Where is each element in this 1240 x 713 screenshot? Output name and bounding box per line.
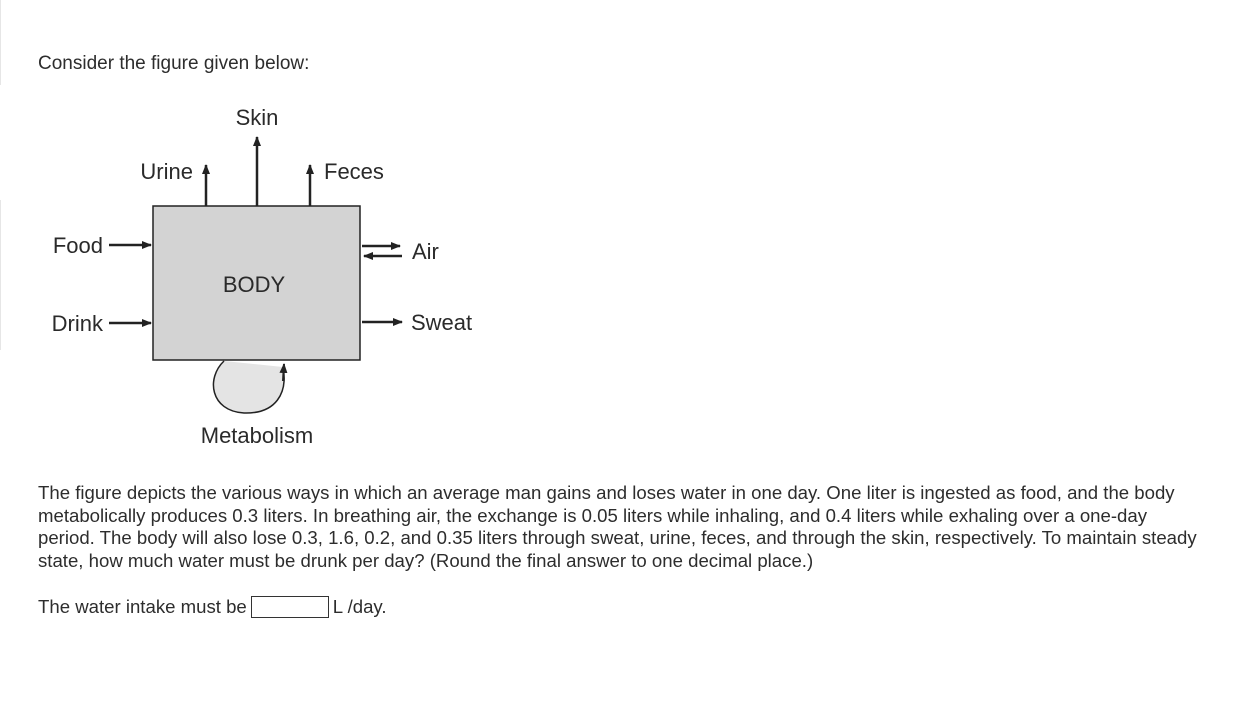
left-border-line (0, 200, 1, 350)
drink-label: Drink (52, 311, 104, 336)
answer-unit: L /day. (332, 596, 387, 617)
sweat-label: Sweat (411, 310, 472, 335)
air-label: Air (412, 239, 439, 264)
answer-row: The water intake must be L /day. (38, 596, 387, 618)
feces-label: Feces (324, 159, 384, 184)
left-border-line (0, 0, 1, 85)
water-balance-figure: BODY Skin Urine Feces Food Drink Air Swe… (30, 95, 500, 460)
water-intake-input[interactable] (250, 596, 329, 618)
urine-label: Urine (140, 159, 193, 184)
question-intro: Consider the figure given below: (38, 53, 310, 74)
answer-prefix: The water intake must be (38, 596, 247, 617)
food-label: Food (53, 233, 103, 258)
body-label: BODY (223, 272, 286, 297)
water-balance-diagram: BODY Skin Urine Feces Food Drink Air Swe… (52, 105, 473, 448)
metabolism-label: Metabolism (201, 423, 313, 448)
problem-statement: The figure depicts the various ways in w… (38, 482, 1197, 572)
body-box (152, 205, 361, 361)
skin-label: Skin (236, 105, 279, 130)
metabolism-arrow (279, 363, 288, 382)
metabolism-loop (212, 360, 285, 414)
